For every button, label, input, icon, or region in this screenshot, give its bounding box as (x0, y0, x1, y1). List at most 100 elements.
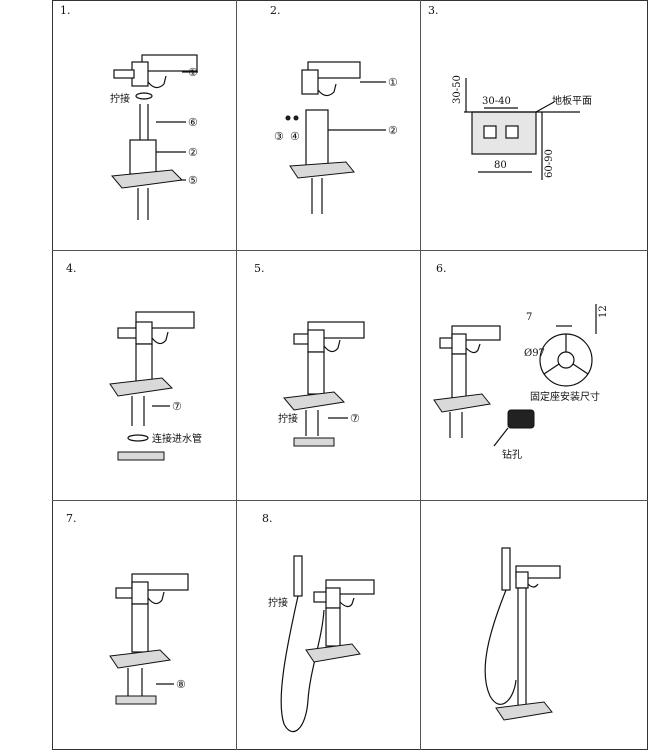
column (325, 607, 341, 647)
step-7-panel: 7. ⑧ (52, 500, 236, 750)
callout-1: ① (388, 76, 398, 89)
callout-6: ⑥ (188, 116, 198, 129)
mounting-base-center (557, 351, 575, 369)
step-8-number: 8. (262, 512, 273, 525)
floor-inlet-plate (293, 437, 335, 447)
step-4-panel: 4. ⑦ 连接进水管 (52, 250, 236, 500)
step-9-panel (420, 500, 648, 750)
callout-2: ② (188, 146, 198, 159)
step-3-panel: 3. 地板平面 30-50 30-40 80 60-90 (420, 0, 648, 250)
faucet-body (451, 333, 467, 355)
floor-flange (283, 391, 346, 411)
column (129, 139, 157, 175)
drilling-label: 钻孔 (502, 448, 522, 461)
step-4-label: 连接进水管 (152, 432, 202, 445)
step-8-panel: 8. 拧接 (236, 500, 420, 750)
connector (127, 434, 149, 442)
floor-flange (109, 377, 174, 397)
step-2-panel: 2. ③ ④ ① ② (236, 0, 420, 250)
column (131, 603, 149, 653)
step-5-panel: 5. ⑦ 拧接 (236, 250, 420, 500)
callout-5: ⑤ (188, 174, 198, 187)
dim-80: 80 (494, 160, 507, 171)
floor-inlet-plate (115, 695, 157, 705)
faucet-body (515, 571, 529, 589)
step-7-number: 7. (66, 512, 77, 525)
diverter (113, 69, 135, 79)
screw-4 (293, 115, 299, 121)
handle (465, 343, 481, 354)
callout-7: ⑦ (350, 412, 360, 425)
standpipe (517, 587, 527, 709)
floor-leader (535, 101, 555, 113)
base-arm-right (572, 363, 589, 375)
handle (527, 583, 539, 588)
column (307, 351, 325, 395)
step-5-illustration: 5. ⑦ 拧接 (254, 262, 365, 447)
pipe-left (483, 125, 497, 139)
step-5-label: 拧接 (278, 412, 298, 425)
shower-hose (280, 595, 325, 733)
dim-diameter: Ø97 (524, 348, 545, 359)
column-divider-2 (420, 0, 421, 750)
faucet-body (325, 587, 341, 609)
floor-cavity (471, 111, 537, 155)
floor-inlet-plate (117, 451, 165, 461)
floor-flange (109, 649, 172, 669)
callout-7: ⑦ (172, 400, 182, 413)
step-1-illustration: 1. ① ⑥ ② ⑤ 拧接 (60, 4, 198, 220)
floor-flange (289, 161, 355, 179)
floor-level-label: 地板平面 (552, 94, 592, 107)
drill-bit (493, 427, 509, 447)
column-divider-1 (236, 0, 237, 750)
step-2-number: 2. (270, 4, 281, 17)
dim-30-50: 30-50 (452, 75, 463, 104)
pipe-right (505, 125, 519, 139)
step-1-label: 拧接 (110, 92, 130, 105)
step-6-panel: 6. Ø97 7 12 固定座安装尺寸 钻孔 (420, 250, 648, 500)
callout-1: ① (188, 66, 198, 79)
base-arm-left (543, 363, 560, 375)
faucet-body (131, 581, 149, 605)
handle (339, 597, 355, 608)
mounting-dimensions-label: 固定座安装尺寸 (530, 390, 600, 403)
handle (317, 83, 337, 97)
step-3-number: 3. (428, 4, 439, 17)
callout-2: ② (388, 124, 398, 137)
step-5-number: 5. (254, 262, 265, 275)
step-2-illustration: 2. ③ ④ ① ② (270, 4, 398, 214)
dim-30-40: 30-40 (482, 96, 511, 107)
dim-60-90: 60-90 (544, 149, 555, 178)
handle (151, 331, 169, 345)
handle (323, 339, 341, 353)
hand-shower (501, 547, 511, 591)
callout-3: ③ (274, 130, 284, 143)
floor-flange (495, 701, 553, 721)
step-8-label: 拧接 (268, 596, 288, 609)
step-3-illustration: 3. 地板平面 30-50 30-40 80 60-90 (428, 4, 592, 180)
callout-8: ⑧ (176, 678, 186, 691)
floor-flange (305, 643, 361, 663)
hand-shower (293, 555, 303, 597)
step-7-illustration: 7. ⑧ (66, 512, 189, 705)
faucet-body (301, 69, 319, 95)
step-1-number: 1. (60, 4, 71, 17)
step-6-number: 6. (436, 262, 447, 275)
handle (147, 75, 167, 89)
column (451, 353, 467, 399)
nut (135, 92, 153, 100)
row-divider-1 (52, 250, 648, 251)
dim-12: 12 (598, 305, 609, 318)
row-divider-2 (52, 500, 648, 501)
handle (147, 591, 165, 605)
step-6-illustration: 6. Ø97 7 12 固定座安装尺寸 钻孔 (433, 262, 609, 461)
dim-7: 7 (526, 312, 532, 323)
step-4-illustration: 4. ⑦ 连接进水管 (66, 262, 202, 461)
drill-body (507, 409, 535, 429)
column (135, 343, 153, 383)
faucet-body (135, 321, 153, 345)
step-1-panel: 1. ① ⑥ ② ⑤ 拧接 (52, 0, 236, 250)
step-8-illustration: 8. 拧接 (262, 512, 375, 733)
callout-4: ④ (290, 130, 300, 143)
